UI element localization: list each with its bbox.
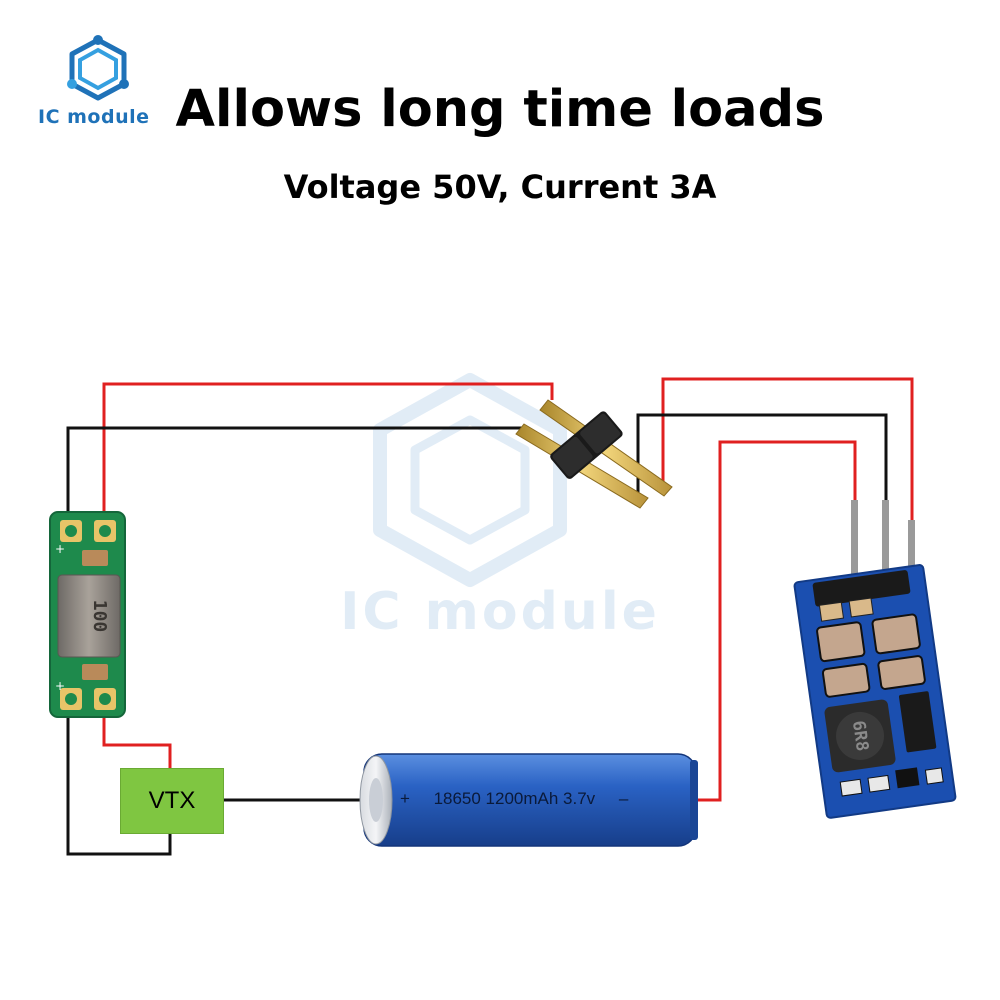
- filter-inductor-marking: 100: [89, 600, 110, 633]
- vtx-label: VTX: [148, 787, 196, 814]
- negative-wires: [66, 413, 888, 856]
- battery-minus: –: [618, 789, 629, 808]
- battery-icon: [359, 753, 698, 847]
- filter-board-icon: 100 + +: [49, 511, 126, 718]
- page-subtitle: Voltage 50V, Current 3A: [283, 168, 717, 206]
- watermark-hexagon-icon: [373, 373, 567, 587]
- battery-plus: +: [400, 789, 410, 808]
- svg-text:+: +: [55, 679, 65, 693]
- positive-wires: [102, 377, 914, 802]
- watermark-text: IC module: [340, 582, 660, 642]
- converter-board-icon: 6R8: [793, 500, 957, 819]
- pin-header-icon: [515, 399, 673, 509]
- logo-text: IC module: [38, 106, 150, 128]
- page-title: Allows long time loads: [175, 80, 825, 139]
- vtx-box: VTX: [120, 768, 224, 834]
- svg-text:+: +: [55, 542, 65, 556]
- battery-label: + 18650 1200mAh 3.7v –: [400, 789, 670, 809]
- hexagon-logo-icon: [67, 35, 129, 101]
- battery-spec: 18650 1200mAh 3.7v: [433, 789, 596, 808]
- converter-inductor-marking: 6R8: [848, 719, 872, 752]
